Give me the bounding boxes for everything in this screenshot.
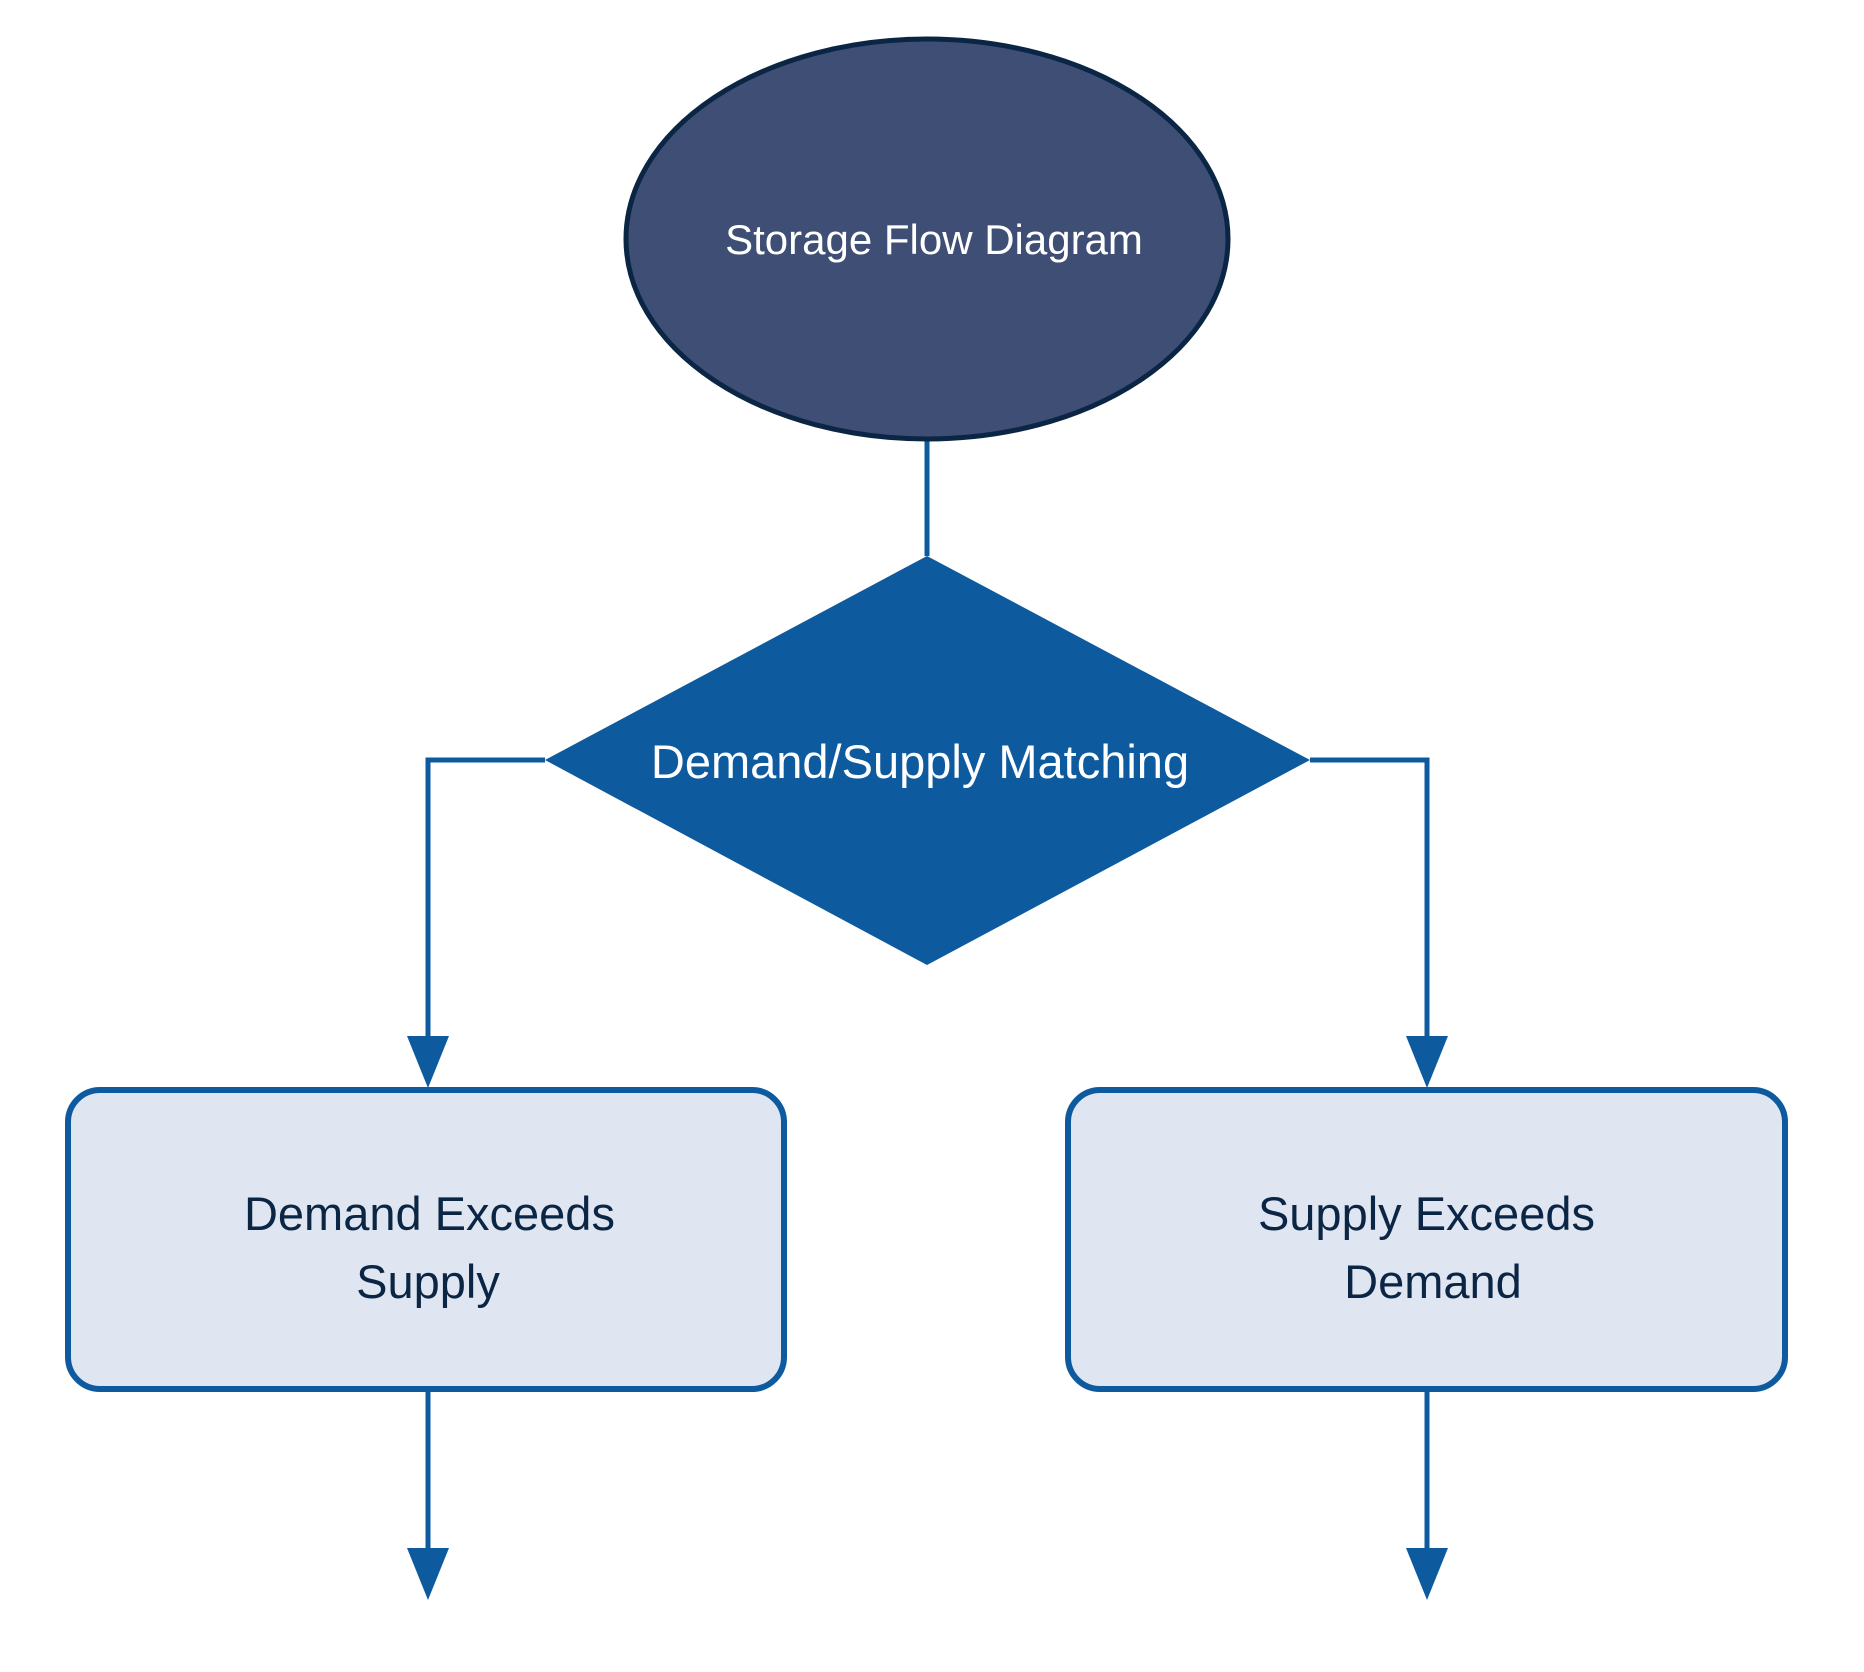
decision-diamond [545,556,1310,965]
start-node-label: Storage Flow Diagram [725,216,1143,263]
arrowhead-left-out [407,1548,449,1600]
supply-exceeds-demand-node[interactable]: Supply Exceeds Demand [1065,1087,1788,1392]
start-node[interactable]: Storage Flow Diagram [623,36,1231,442]
label-line-1: Supply Exceeds [1258,1187,1595,1240]
start-ellipse [623,36,1231,442]
label-line-1: Demand Exceeds [244,1187,615,1240]
arrowhead-right-out [1406,1548,1448,1600]
arrowhead-left-in [407,1036,449,1088]
demand-exceeds-supply-box [65,1087,787,1392]
decision-node-label: Demand/Supply Matching [651,735,1189,788]
demand-exceeds-supply-label: Demand Exceeds Supply [244,1187,628,1308]
supply-exceeds-demand-label: Supply Exceeds Demand [1258,1187,1608,1308]
edge-decision-to-right [1310,757,1430,1040]
edge-decision-to-left [425,757,545,1040]
label-line-2: Supply [356,1255,500,1308]
label-line-2: Demand [1344,1255,1522,1308]
decision-node[interactable]: Demand/Supply Matching [545,556,1310,965]
demand-exceeds-supply-node[interactable]: Demand Exceeds Supply [65,1087,787,1392]
supply-exceeds-demand-box [1065,1087,1788,1392]
arrowhead-right-in [1406,1036,1448,1088]
